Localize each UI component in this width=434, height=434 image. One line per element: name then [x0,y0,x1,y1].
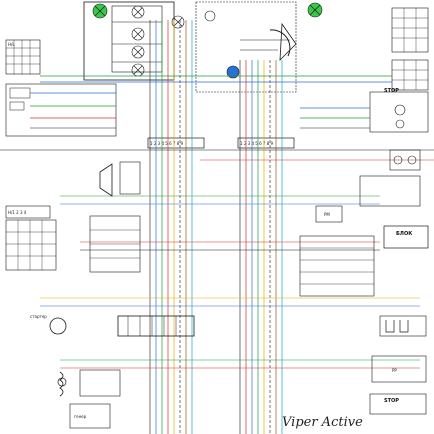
main-connector-b: 1 2 3 4 5 6 7 8 9 [237,137,295,149]
switch-block-right [359,149,421,207]
connector-mid-left: H/1 2 3 4 [5,205,57,271]
fuse-block-right [299,235,375,297]
diagram-title: Viper Active [282,415,363,430]
right-switch-block: STOP [300,88,429,133]
starter-motor: стартер [30,314,67,335]
indicator-lamp-green-1 [92,3,108,19]
indicator-lamp-blue [226,65,240,79]
stop-label-top: STOP [384,88,399,94]
relay-pm-label: PM [324,212,330,217]
control-block-label: БЛОК [396,231,413,237]
generator: генер [69,403,111,429]
relay-pm: PM [315,205,343,223]
starter-label: стартер [30,314,47,319]
main-connector-a-pins: 1 2 3 4 5 6 7 8 9 [150,141,184,146]
connector-mid-left-label: H/1 2 3 4 [8,210,27,215]
indicator-lamp-1 [131,5,145,19]
connector-top-left-label: H/L [8,42,15,47]
main-harness [149,20,283,434]
battery [117,315,195,337]
indicator-lamp-4 [131,63,145,77]
ignition-switch [195,1,297,93]
left-switch-block [5,83,117,137]
indicator-lamp-2 [131,27,145,41]
connector-top-left: H/L [5,39,41,75]
horizontal-bus [0,75,434,369]
indicator-panel [83,1,185,81]
relay-block-left [89,215,141,273]
generator-label: генер [74,414,87,419]
indicator-lamp-5 [171,15,185,29]
horn [99,161,141,197]
indicator-lamp-3 [131,45,145,59]
connector-top-right [391,7,429,91]
stop-label-bottom: STOP [384,398,399,404]
brake-switch: STOP [369,393,427,415]
rear-light-connector [379,315,427,337]
main-connector-b-pins: 1 2 3 4 5 6 7 8 9 [240,141,274,146]
relay-rp: PP [371,355,427,383]
indicator-lamp-green-2 [307,2,323,18]
control-block: БЛОК [383,225,429,249]
ignition-coil [57,369,121,397]
main-connector-a: 1 2 3 4 5 6 7 8 9 [147,137,205,149]
relay-rp-label: PP [392,368,397,373]
